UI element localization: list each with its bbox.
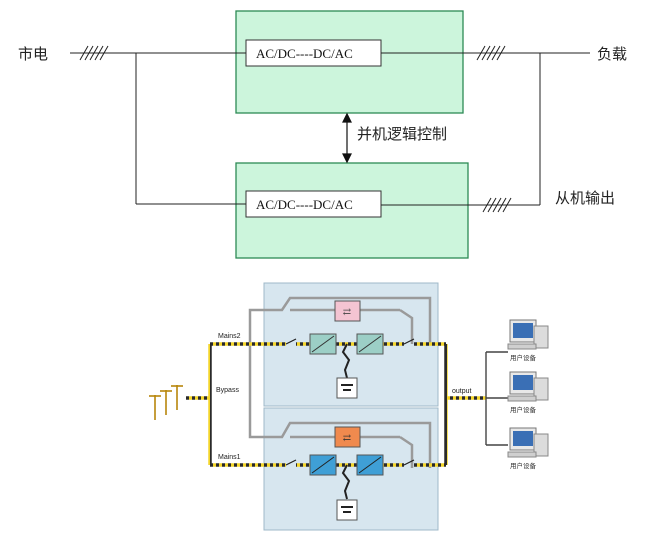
battery-bottom <box>336 499 358 521</box>
master-converter-inner-box <box>245 39 382 67</box>
slave-converter-inner-box <box>245 190 382 218</box>
output-distribution <box>485 351 508 446</box>
bypass-label: Bypass <box>216 387 239 394</box>
load-label: 负载 <box>597 45 627 63</box>
bottom-schematic: ⇄ ⇄ <box>149 282 549 531</box>
computer-icon <box>507 427 549 458</box>
static-switch-top-symbol: ⇄ <box>343 307 352 318</box>
computer-icon <box>507 371 549 402</box>
computer-icon <box>507 319 549 350</box>
master-converter-label: AC/DC----DC/AC <box>256 46 353 61</box>
device-label: 用户设备 <box>510 353 537 362</box>
output-label: output <box>452 388 472 395</box>
breakers <box>285 338 415 466</box>
device-label: 用户设备 <box>510 461 537 470</box>
battery-top <box>336 377 358 399</box>
parallel-control-arrow <box>342 112 352 164</box>
static-switch-top <box>334 300 361 322</box>
parallel-control-label: 并机逻辑控制 <box>357 125 447 143</box>
battery-links <box>341 343 351 500</box>
utility-pole-icon <box>149 385 183 420</box>
slave-output-label: 从机输出 <box>555 189 615 207</box>
static-switch-bottom <box>334 426 361 448</box>
power-bus <box>186 342 486 467</box>
static-switch-bottom-symbol: ⇄ <box>343 433 352 444</box>
mains2-label: Mains2 <box>218 333 241 340</box>
device-label: 用户设备 <box>510 405 537 414</box>
mains1-label: Mains1 <box>218 454 241 461</box>
top-block-diagram: AC/DC----DC/AC AC/DC----DC/AC 市电 负载 并机逻辑… <box>18 10 627 259</box>
bypass-lines <box>248 296 432 468</box>
three-phase-marks <box>79 45 512 213</box>
mains-label: 市电 <box>18 45 48 63</box>
slave-converter-label: AC/DC----DC/AC <box>256 197 353 212</box>
